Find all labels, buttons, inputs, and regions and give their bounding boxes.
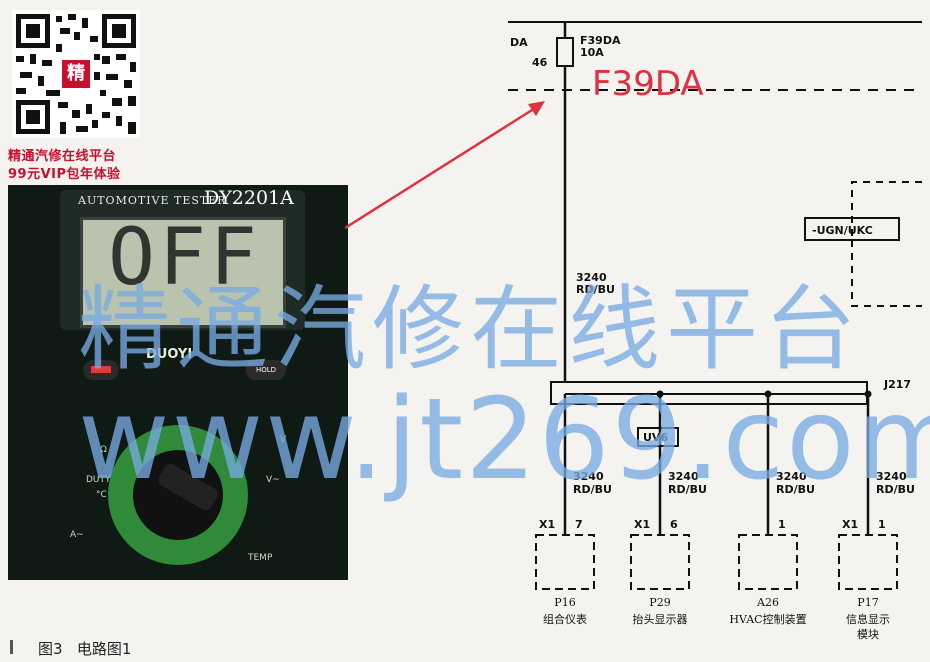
callout-arrow-line [344, 103, 541, 230]
component-name: HVAC控制装置 [729, 613, 807, 626]
connector-id: X1 [539, 518, 555, 531]
component-code: A26 [757, 596, 779, 609]
component-box [838, 534, 898, 590]
component-name: 信息显示 [846, 613, 890, 626]
callout-arrowhead [528, 101, 545, 116]
branch-wire-color: RD/BU [668, 483, 707, 496]
ugn-dash [851, 181, 922, 240]
branch-wire-color: RD/BU [573, 483, 612, 496]
meter-lcd [80, 217, 286, 328]
fuse-rating: 10A [580, 46, 604, 59]
wire-color: RD/BU [576, 283, 615, 296]
fuse-name: F39DA [580, 34, 621, 47]
splice-node [864, 390, 872, 398]
component-code: P16 [554, 596, 576, 609]
scale-label: °C [96, 490, 107, 500]
figure-caption: 图3 电路图1 [38, 638, 131, 659]
uv-box [637, 427, 679, 447]
scale-label: TEMP [248, 553, 273, 563]
qr-badge: 精 [62, 60, 90, 88]
connector-pin: 1 [878, 518, 886, 531]
power-button [83, 360, 119, 380]
fuse-pin: 46 [532, 56, 548, 69]
qr-code: 精 [12, 10, 140, 138]
splice-label: J217 [883, 378, 911, 391]
connector-pin: 1 [778, 518, 786, 531]
component-code: P17 [857, 596, 879, 609]
caption-bar [10, 640, 13, 654]
meter-reading: OFF [108, 213, 261, 303]
wire-code: 3240 [576, 271, 607, 284]
branch-wire-code: 3240 [876, 470, 907, 483]
promo-line-1: 精通汽修在线平台 [8, 149, 117, 164]
connector-pin: 7 [575, 518, 583, 531]
meter-model: DY2201A [204, 187, 294, 209]
connector-pin: 6 [670, 518, 678, 531]
scale-label: V [280, 435, 287, 445]
ugn-label: -UGN/UKC [812, 224, 873, 237]
component-name-line-2: 模块 [857, 628, 879, 641]
component-name: 组合仪表 [543, 613, 587, 626]
branch-wire-code: 3240 [668, 470, 699, 483]
ugn-dash-lower [851, 240, 922, 307]
component-box [535, 534, 595, 590]
hold-button: HOLD [246, 360, 286, 380]
component-code: P29 [649, 596, 671, 609]
branch-wire-code: 3240 [573, 470, 604, 483]
component-box [738, 534, 798, 590]
component-name: 抬头显示器 [632, 613, 688, 626]
scale-label: A~ [70, 530, 84, 540]
caption-text: 电路图1 [76, 640, 132, 658]
scale-label: V~ [266, 475, 280, 485]
promo-text: 精通汽修在线平台 99元VIP包年体验 [8, 148, 148, 184]
fuse-annotation: F39DA [592, 64, 704, 104]
caption-label: 图3 [38, 640, 63, 658]
component-box [630, 534, 690, 590]
connector-id: X1 [842, 518, 858, 531]
meter-logo: DUOYI [146, 347, 193, 362]
branch-wire-code: 3240 [776, 470, 807, 483]
scale-label: DUTY [86, 475, 111, 485]
branch-wire-color: RD/BU [776, 483, 815, 496]
connector-id: X1 [634, 518, 650, 531]
fuse-symbol [556, 37, 574, 67]
splice-node [764, 390, 772, 398]
promo-line-2: 99元VIP包年体验 [8, 167, 121, 182]
branch-wire-color: RD/BU [876, 483, 915, 496]
multimeter-photo: AUTOMOTIVE TESTER DY2201A OFF DUOYI HOLD… [8, 185, 348, 580]
uv-label: UV6 [643, 431, 668, 444]
splice-node [656, 390, 664, 398]
meter-brand: AUTOMOTIVE TESTER [78, 194, 227, 207]
scale-label: Ω [100, 445, 107, 455]
fuse-left-label: DA [510, 36, 528, 49]
